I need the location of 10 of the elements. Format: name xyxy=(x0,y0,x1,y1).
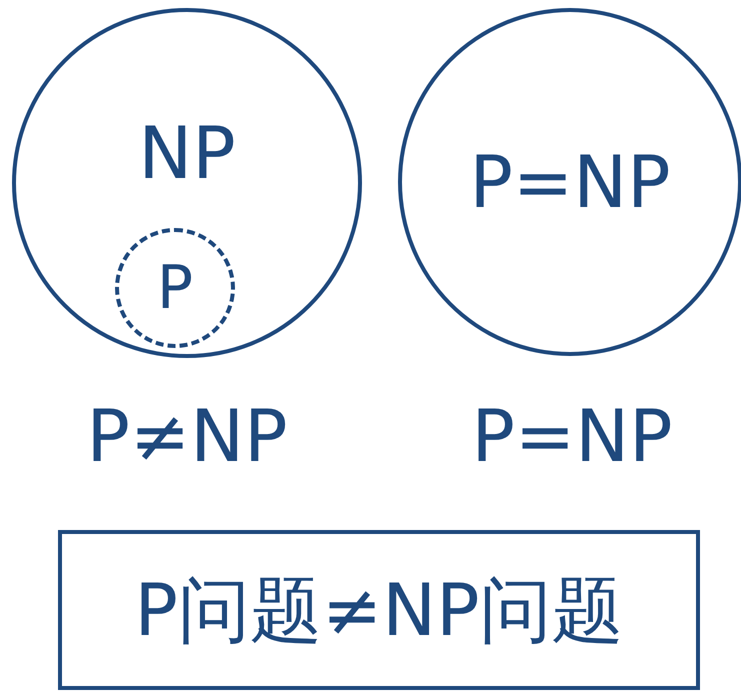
set-label: P=NP xyxy=(469,146,671,218)
caption-text: P≠NP xyxy=(85,400,289,472)
conclusion-box xyxy=(58,530,700,690)
caption-text: P=NP xyxy=(470,400,674,472)
set-circle xyxy=(12,8,362,358)
set-label: NP xyxy=(138,117,236,189)
set-label: P xyxy=(156,258,194,318)
conclusion-text: P问题≠NP问题 xyxy=(134,574,624,646)
subset-circle xyxy=(115,228,235,348)
set-circle xyxy=(398,8,741,356)
